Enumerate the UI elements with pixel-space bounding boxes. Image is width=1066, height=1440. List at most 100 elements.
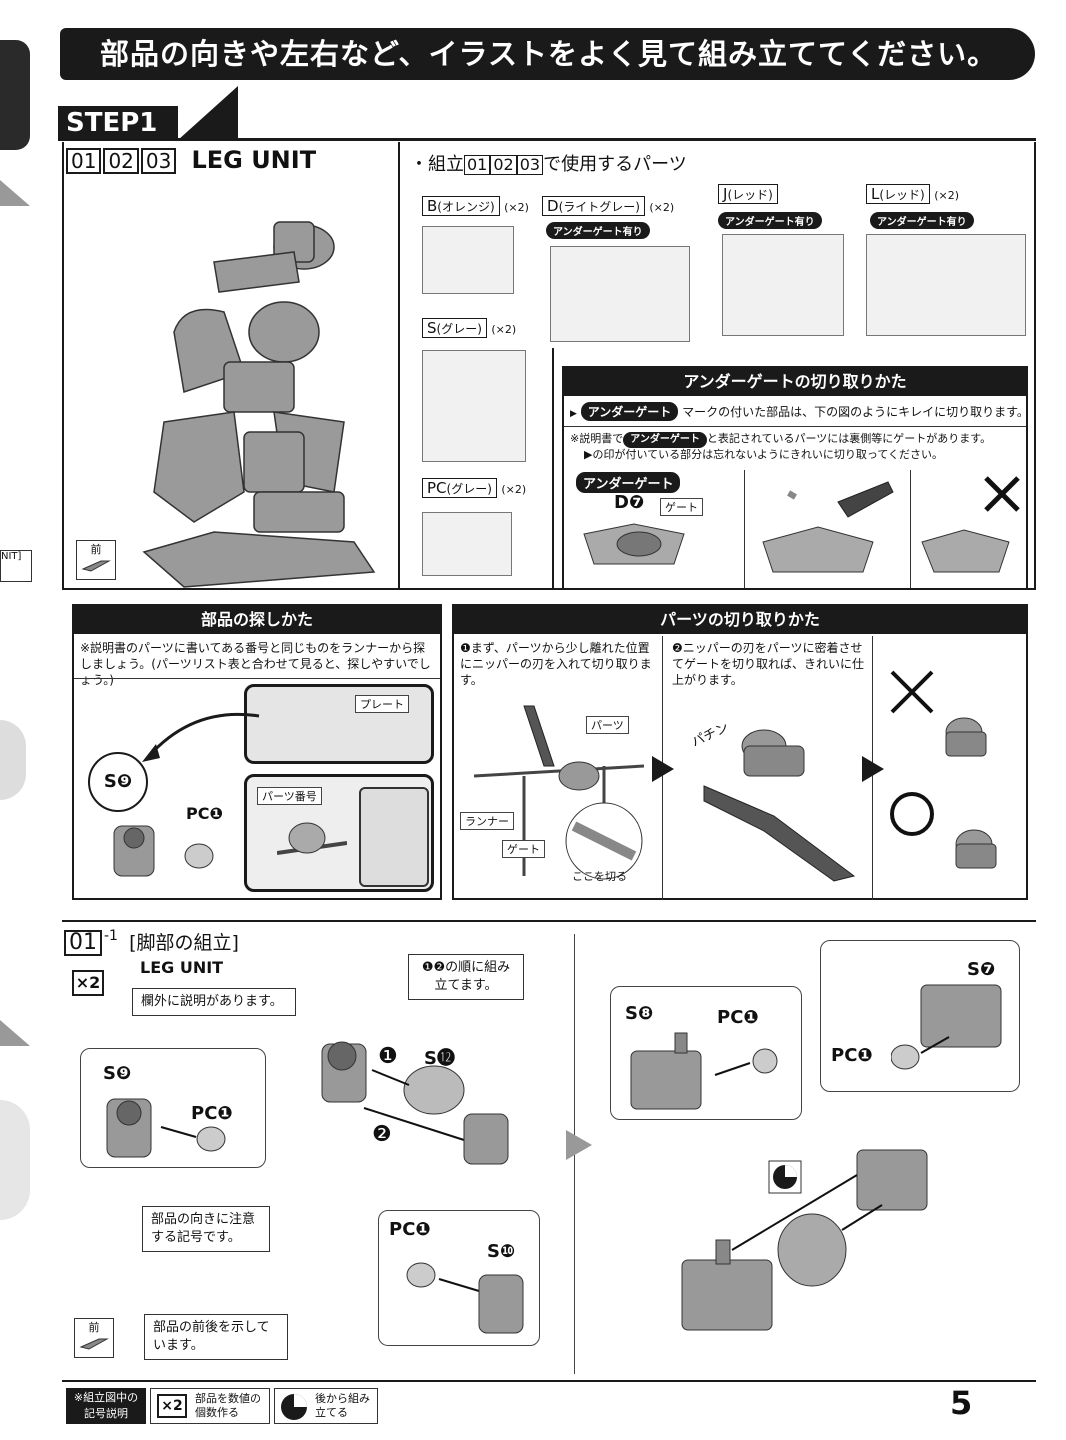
pc1-label: PC❶ (717, 1007, 759, 1028)
cut-step-1: ❶まず、パーツから少し離れた位置にニッパーの刃を入れて切り取ります。 (460, 641, 652, 687)
s9-bubble: S❾ PC❶ (80, 1048, 266, 1168)
later-assembly-icon (768, 1160, 802, 1194)
note-part-b: と表記されているパーツには裏側等にゲートがあります。 (706, 432, 992, 445)
under-gate-part-illustration (583, 523, 685, 565)
runner-color: (グレー) (436, 322, 482, 336)
parts-used-suffix: で使用するパーツ (543, 154, 687, 175)
legend-x2: ×2 部品を数値の個数作る (150, 1388, 270, 1424)
under-gate-divider-2 (744, 470, 745, 588)
wrong-result-illustration (890, 670, 987, 757)
cutting-illustration (762, 481, 894, 573)
under-gate-divider-3 (910, 470, 911, 588)
parts-used-prefix: ・組立 (410, 154, 464, 175)
under-gate-pill: アンダーゲート (580, 402, 679, 421)
runner-name: J (723, 185, 728, 203)
assembly-sub-number: -1 (104, 928, 118, 944)
runner-d-image (550, 246, 690, 342)
s7-pc1-illustration (891, 984, 1002, 1070)
runner-pc-image (422, 512, 512, 576)
prev-page-edge: NIT] (0, 20, 36, 1420)
step-label: STEP1 (58, 106, 178, 140)
pc1-label: PC❶ (186, 804, 224, 823)
assembly-heading: 01-1 [脚部の組立] (64, 928, 239, 956)
later-description: 後から組み立てる (315, 1392, 370, 1419)
runner-name: PC (427, 479, 447, 497)
runner-tag: ランナー (460, 812, 514, 830)
under-gate-title: アンダーゲートの切り取りかた (564, 368, 1026, 396)
panel-divider (552, 348, 554, 588)
parts-tag: パーツ (586, 716, 629, 734)
front-indicator: 前 (74, 1318, 114, 1358)
direction-note: 部品の向きに注意する記号です。 (142, 1206, 270, 1252)
assembly-rule (62, 920, 1036, 922)
runner-color: (レッド) (879, 188, 925, 202)
cut-parts-title: パーツの切り取りかた (454, 606, 1026, 634)
find-parts-divider (74, 678, 440, 679)
under-gate-pill: アンダーゲート (623, 432, 707, 448)
assembly-number: 01 (66, 148, 102, 174)
under-gate-badge: アンダーゲート有り (870, 212, 974, 229)
step-tab-wedge (178, 86, 238, 140)
runner-pc-label: PC(グレー) (×2) (422, 478, 526, 498)
correct-result-illustration (890, 792, 997, 869)
plate-tag: プレート (355, 695, 409, 713)
runner-color: (グレー) (446, 482, 492, 496)
pointer-arrow (142, 712, 260, 762)
front-arrow-icon (79, 1338, 109, 1350)
runner-qty: (×2) (491, 323, 517, 336)
d7-label: D❼ (614, 492, 645, 513)
runner-name: D (547, 197, 559, 215)
runner-s-label: S(グレー) (×2) (422, 318, 516, 338)
front-indicator: 前 (76, 540, 116, 580)
find-parts-panel: 部品の探しかた ※説明書のパーツに書いてある番号と同じものをランナーから探しまし… (72, 604, 442, 900)
front-arrow-icon (81, 560, 111, 572)
next-arrow-icon (566, 1130, 592, 1160)
runner-s-image (422, 350, 526, 462)
gate-tag: ゲート (502, 840, 545, 858)
s8-bubble: S❽ PC❶ (610, 986, 802, 1120)
under-gate-badge: アンダーゲート有り (546, 222, 650, 239)
s9-part-illustration (113, 825, 214, 877)
under-gate-pill: アンダーゲート (576, 472, 681, 493)
runner-l-image (866, 234, 1026, 336)
find-parts-note: ※説明書のパーツに書いてある番号と同じものをランナーから探しましょう。(パーツリ… (80, 641, 431, 687)
runner-l-label: L(レッド) (×2) (866, 184, 959, 204)
under-gate-line1: ▶ アンダーゲート マークの付いた部品は、下の図のようにキレイに切り取ります。 (570, 402, 1029, 421)
legend-later: 後から組み立てる (274, 1388, 378, 1424)
s12-label: S⓬ (424, 1048, 455, 1069)
s9-circle: S❾ (88, 752, 148, 812)
runner-b-label: B(オレンジ) (×2) (422, 196, 529, 216)
pc1-s10-bubble: PC❶ S❿ (378, 1210, 540, 1346)
assembly-number: 02 (490, 155, 517, 175)
x2-description: 部品を数値の個数作る (195, 1392, 261, 1419)
under-gate-badge: アンダーゲート有り (718, 212, 822, 229)
order-note: ❶❷の順に組み立てます。 (408, 954, 524, 1000)
front-note: 部品の前後を示しています。 (144, 1314, 288, 1360)
next-arrow-icon (862, 756, 884, 782)
front-label: 前 (90, 543, 102, 556)
pc1-label: PC❶ (831, 1045, 873, 1066)
s7-bubble: S❼ PC❶ (820, 940, 1020, 1092)
x2-note: 欄外に説明があります。 (132, 988, 296, 1016)
runner-b-image (422, 226, 514, 294)
runner-closeup-top: プレート (244, 684, 434, 764)
s9-pc1-illustration (106, 1098, 226, 1158)
runner-closeup-bottom: パーツ番号 (244, 774, 434, 892)
runner-l-under-gate: アンダーゲート有り (870, 210, 974, 229)
legend-title: ※組立図中の記号説明 (66, 1388, 146, 1424)
s8-label: S❽ (625, 1003, 654, 1024)
note-part-a: ※説明書で (570, 432, 624, 445)
runner-j-label: J(レッド) (718, 184, 778, 204)
step-1-2-illustration (321, 1041, 509, 1165)
mark-1: ❶ (378, 1044, 398, 1069)
assembly-number: 03 (516, 155, 544, 175)
runner-color: (レッド) (727, 188, 773, 202)
under-gate-label: アンダーゲート (576, 472, 681, 493)
runner-name: B (427, 197, 438, 215)
s10-label: S❿ (487, 1241, 516, 1262)
find-parts-title: 部品の探しかた (74, 606, 440, 634)
leg-unit-title: LEG UNIT (191, 146, 317, 174)
